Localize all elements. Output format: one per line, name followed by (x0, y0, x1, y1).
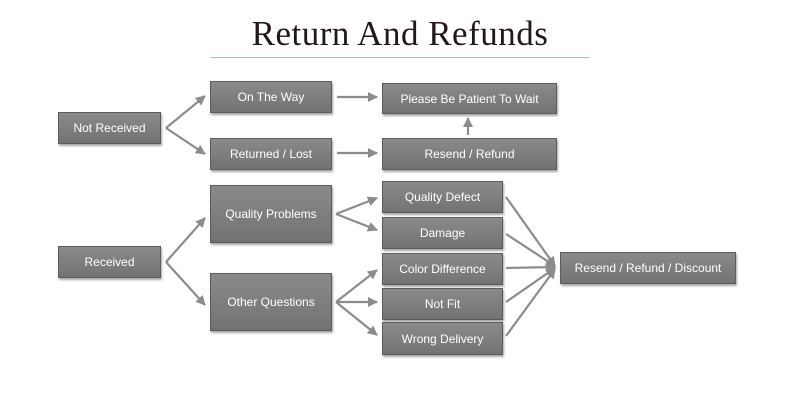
node-other-questions: Other Questions (210, 273, 332, 331)
arrow-not-received-to-on-the-way (165, 95, 206, 129)
arrow-quality-defect-to-resend-refund-discount (505, 196, 556, 267)
arrow-wrong-delivery-to-resend-refund-discount (505, 268, 556, 337)
arrow-received-to-quality-problems (165, 217, 206, 263)
page-title: Return And Refunds (251, 14, 549, 53)
arrow-quality-problems-to-quality-defect (335, 196, 378, 216)
node-wrong-delivery: Wrong Delivery (382, 322, 503, 355)
node-resend-refund-discount: Resend / Refund / Discount (560, 252, 736, 284)
arrow-quality-problems-to-damage (335, 212, 378, 232)
node-not-received: Not Received (58, 112, 161, 144)
node-damage: Damage (382, 217, 503, 249)
arrow-color-difference-to-resend-refund-discount (505, 262, 556, 273)
arrow-other-questions-to-color-difference (335, 269, 378, 303)
node-received: Received (58, 246, 161, 278)
arrow-not-fit-to-resend-refund-discount (505, 267, 556, 303)
node-returned-lost: Returned / Lost (210, 138, 332, 170)
arrow-not-received-to-returned-lost (165, 127, 206, 155)
node-not-fit: Not Fit (382, 288, 503, 320)
node-color-difference: Color Difference (382, 253, 503, 285)
node-on-the-way: On The Way (210, 81, 332, 113)
title-underline (210, 57, 590, 58)
node-quality-defect: Quality Defect (382, 181, 503, 213)
arrow-other-questions-to-wrong-delivery (335, 301, 378, 336)
node-quality-problems: Quality Problems (210, 185, 332, 243)
arrow-received-to-other-questions (165, 261, 206, 306)
arrow-damage-to-resend-refund-discount (505, 233, 556, 267)
node-resend-refund: Resend / Refund (382, 138, 557, 170)
node-please-wait: Please Be Patient To Wait (382, 83, 557, 114)
